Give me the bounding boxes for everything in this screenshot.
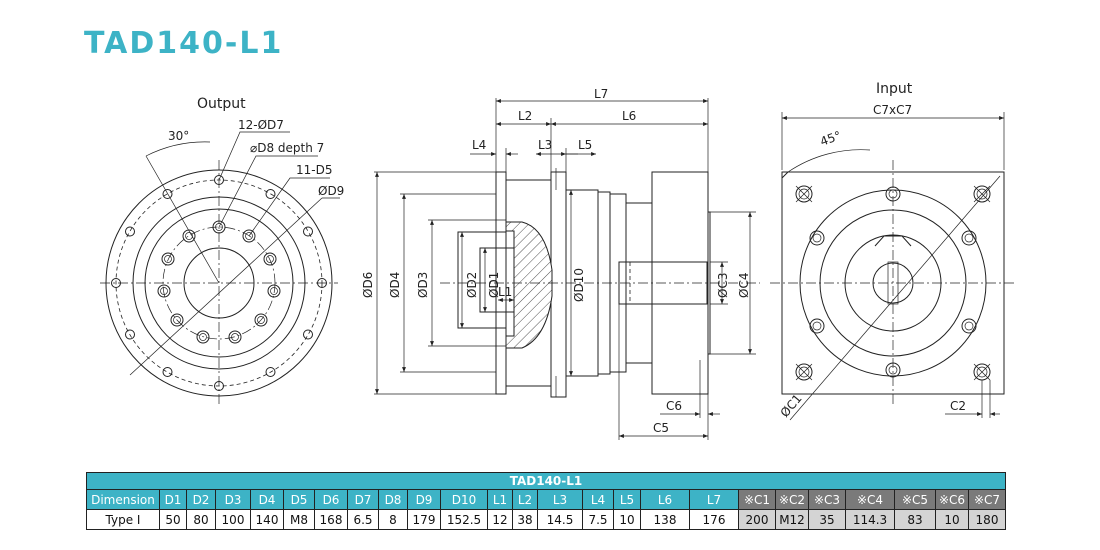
dim-d10: ØD10 <box>572 268 586 302</box>
dim-c5: C5 <box>653 421 669 435</box>
value-cell: 8 <box>378 509 408 530</box>
value-cell: 12 <box>487 509 513 530</box>
header-cell: L7 <box>689 489 739 510</box>
value-cell: 100 <box>215 509 251 530</box>
value-cell: 114.3 <box>845 509 895 530</box>
value-cell: 168 <box>314 509 348 530</box>
value-cell: 80 <box>186 509 216 530</box>
angle-30-label: 30° <box>168 129 189 143</box>
technical-drawing: Output <box>100 81 1016 440</box>
value-cell: 10 <box>935 509 969 530</box>
dim-d6: ØD6 <box>361 272 375 298</box>
dim-l4: L4 <box>472 138 486 152</box>
table-row: Type I 50 80 100 140 M8 168 6.5 8 179 15… <box>86 509 1006 530</box>
dim-d3: ØD3 <box>416 272 430 298</box>
value-cell: 6.5 <box>347 509 379 530</box>
spec-table: TAD140-L1 Dimension D1 D2 D3 D4 D5 D6 D7… <box>86 472 1006 530</box>
dim-l2: L2 <box>518 109 532 123</box>
value-cell: 180 <box>968 509 1006 530</box>
dim-c6: C6 <box>666 399 682 413</box>
header-cell: L3 <box>537 489 583 510</box>
table-caption: TAD140-L1 <box>86 472 1006 490</box>
output-view: Output <box>100 96 344 405</box>
header-cell: ※C4 <box>845 489 895 510</box>
dim-d2: ØD2 <box>465 272 479 298</box>
outer-holes <box>111 175 327 391</box>
header-cell: ※C6 <box>935 489 969 510</box>
header-cell: ※C7 <box>968 489 1006 510</box>
header-cell: ※C5 <box>894 489 936 510</box>
inner-holes <box>157 220 281 344</box>
value-cell: 152.5 <box>440 509 488 530</box>
header-cell: L4 <box>582 489 614 510</box>
corner-holes <box>795 185 991 381</box>
header-cell: D2 <box>186 489 216 510</box>
value-cell: 176 <box>689 509 739 530</box>
value-cell: 140 <box>250 509 284 530</box>
table-caption-row: TAD140-L1 <box>86 472 1006 490</box>
header-cell: L5 <box>613 489 641 510</box>
dim-d4: ØD4 <box>388 272 402 298</box>
header-cell: D7 <box>347 489 379 510</box>
c2-label: C2 <box>950 399 966 413</box>
dim-c4: ØC4 <box>737 273 751 298</box>
value-cell: 50 <box>159 509 187 530</box>
dim-c3: ØC3 <box>716 273 730 298</box>
value-cell: 200 <box>738 509 776 530</box>
value-cell: M8 <box>283 509 315 530</box>
value-cell: 10 <box>613 509 641 530</box>
value-cell: 138 <box>640 509 690 530</box>
header-cell: L1 <box>487 489 513 510</box>
hole-d8-callout: ⌀D8 depth 7 <box>250 141 324 155</box>
value-cell: 7.5 <box>582 509 614 530</box>
dim-l6: L6 <box>622 109 636 123</box>
value-cell: 14.5 <box>537 509 583 530</box>
c7xc7-label: C7xC7 <box>873 103 912 117</box>
hole-d7-callout: 12-ØD7 <box>238 118 284 132</box>
dim-l7: L7 <box>594 87 608 101</box>
dia-d9-callout: ØD9 <box>318 184 344 198</box>
table-header-row: Dimension D1 D2 D3 D4 D5 D6 D7 D8 D9 D10… <box>86 489 1006 510</box>
dim-l5: L5 <box>578 138 592 152</box>
side-view: L7 L2 L6 L4 L3 L5 <box>361 87 760 440</box>
dim-l3: L3 <box>538 138 552 152</box>
dim-l1: L1 <box>498 285 512 299</box>
header-cell: L6 <box>640 489 690 510</box>
output-view-label: Output <box>197 96 246 112</box>
input-view: Input C7xC7 <box>770 81 1016 421</box>
header-cell: D6 <box>314 489 348 510</box>
header-cell: D5 <box>283 489 315 510</box>
input-view-label: Input <box>876 81 913 97</box>
header-cell: D4 <box>250 489 284 510</box>
header-cell: D3 <box>215 489 251 510</box>
header-cell: ※C1 <box>738 489 776 510</box>
header-cell: ※C2 <box>775 489 809 510</box>
dim-d1: ØD1 <box>487 272 501 298</box>
page-title: TAD140-L1 <box>84 26 284 61</box>
hole-d5-callout: 11-D5 <box>296 163 332 177</box>
angle-45-label: 45° <box>818 128 843 148</box>
header-cell: D9 <box>407 489 441 510</box>
header-cell: D8 <box>378 489 408 510</box>
header-cell: ※C3 <box>808 489 846 510</box>
value-cell: 83 <box>894 509 936 530</box>
header-cell: D10 <box>440 489 488 510</box>
header-cell: Dimension <box>86 489 160 510</box>
header-cell: L2 <box>512 489 538 510</box>
row-label-cell: Type I <box>86 509 160 530</box>
value-cell: 179 <box>407 509 441 530</box>
dia-c1-label: ØC1 <box>778 391 805 420</box>
ring-holes <box>809 186 977 378</box>
value-cell: M12 <box>775 509 809 530</box>
value-cell: 38 <box>512 509 538 530</box>
header-cell: D1 <box>159 489 187 510</box>
value-cell: 35 <box>808 509 846 530</box>
